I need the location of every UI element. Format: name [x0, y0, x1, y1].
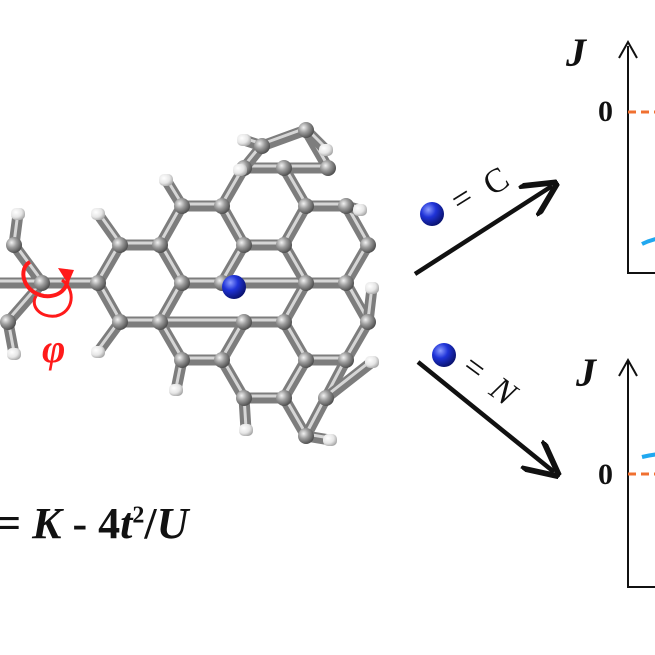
carbon-atom	[298, 428, 314, 444]
formula-exponent: 2	[132, 502, 145, 529]
hydrogen-atom	[239, 424, 253, 436]
carbon-atom	[34, 275, 50, 291]
carbon-atom	[90, 275, 106, 291]
plot-top: J 0	[565, 30, 655, 274]
legend-carbon-equals: =	[444, 178, 480, 220]
plot-bottom: J 0	[575, 350, 655, 588]
dopant-atom	[222, 275, 246, 299]
molecule-bond-highlight	[324, 358, 374, 398]
plot-bottom-arrow-icon	[618, 357, 638, 377]
hydrogen-atom	[365, 282, 379, 294]
hydrogen-atom	[91, 346, 105, 358]
plot-top-curve	[641, 237, 655, 246]
hydrogen-atom	[11, 208, 25, 220]
exchange-formula: = K - 4t2/U	[0, 498, 188, 549]
hydrogen-atom	[319, 144, 333, 156]
carbon-atom	[338, 198, 354, 214]
rotation-indicator: φ	[21, 260, 74, 371]
carbon-atom	[6, 237, 22, 253]
plot-top-axis-symbol: J	[565, 30, 588, 75]
plot-bottom-axis-symbol: J	[575, 350, 598, 395]
plot-bottom-curve	[641, 452, 655, 459]
carbon-atom	[112, 314, 128, 330]
molecule-atoms	[0, 122, 379, 446]
carbon-atom	[236, 237, 252, 253]
carbon-atom	[360, 237, 376, 253]
molecule-bond	[320, 356, 378, 404]
formula-K: K	[32, 499, 62, 548]
carbon-atom	[298, 352, 314, 368]
legend-nitrogen-element: N	[482, 369, 525, 414]
carbon-atom	[236, 314, 252, 330]
carbon-atom	[276, 390, 292, 406]
hydrogen-atom	[169, 384, 183, 396]
carbon-atom	[318, 390, 334, 406]
rotation-angle-label: φ	[42, 326, 65, 371]
carbon-atom	[174, 275, 190, 291]
hydrogen-atom	[365, 356, 379, 368]
hydrogen-atom	[233, 164, 247, 176]
plot-top-arrow-icon	[618, 39, 638, 59]
hydrogen-atom	[323, 434, 337, 446]
legend-nitrogen-equals: =	[456, 348, 493, 389]
rotation-arrow-head	[58, 268, 74, 284]
carbon-atom	[214, 352, 230, 368]
carbon-atom	[298, 122, 314, 138]
formula-slash: /	[144, 499, 157, 548]
hydrogen-atom	[237, 134, 251, 146]
carbon-atom	[276, 314, 292, 330]
carbon-atom	[174, 198, 190, 214]
carbon-atom	[152, 237, 168, 253]
carbon-atom	[276, 237, 292, 253]
molecule-model	[0, 122, 379, 446]
formula-equals: =	[0, 499, 22, 548]
carbon-atom	[112, 237, 128, 253]
arrow-to-carbon	[413, 186, 552, 276]
hydrogen-atom	[159, 174, 173, 186]
legend-carbon-element: C	[477, 160, 516, 203]
carbon-atom	[298, 198, 314, 214]
carbon-atom	[214, 198, 230, 214]
carbon-atom	[174, 352, 190, 368]
formula-U: U	[156, 499, 189, 548]
carbon-atom	[276, 160, 292, 176]
legend-nitrogen: = N	[432, 343, 525, 415]
formula-minus-four: - 4	[61, 499, 121, 548]
carbon-atom	[298, 275, 314, 291]
rotation-arrow-lower	[32, 278, 73, 318]
carbon-atom	[360, 314, 376, 330]
carbon-atom	[338, 352, 354, 368]
plot-top-zero-label: 0	[598, 95, 613, 128]
dopant-atom-icon	[420, 202, 444, 226]
carbon-atom	[0, 314, 16, 330]
hydrogen-atom	[91, 208, 105, 220]
carbon-atom	[254, 138, 270, 154]
carbon-atom	[152, 314, 168, 330]
hydrogen-atom	[353, 204, 367, 216]
formula-t: t	[120, 499, 133, 548]
hydrogen-atom	[7, 348, 21, 360]
arrow-to-nitrogen	[416, 360, 554, 472]
carbon-atom	[320, 160, 336, 176]
carbon-atom	[236, 390, 252, 406]
plot-bottom-zero-label: 0	[598, 458, 613, 491]
dopant-atom-icon	[432, 343, 456, 367]
carbon-atom	[338, 275, 354, 291]
